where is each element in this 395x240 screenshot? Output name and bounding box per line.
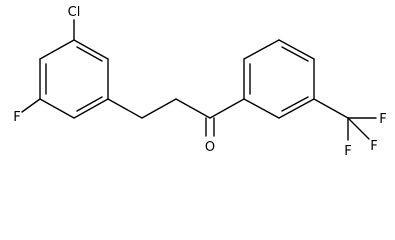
ring-link-bond: [209, 98, 245, 119]
bond: [243, 39, 280, 60]
aromatic-inner-bond: [281, 96, 309, 112]
fluorine-atom-label: F: [379, 112, 386, 127]
bond: [278, 39, 315, 60]
bond: [39, 98, 75, 119]
bond: [39, 39, 75, 60]
molecule-structure: Cl F O F F F: [13, 5, 386, 159]
chain-bond-2: [141, 98, 177, 119]
fluorine-bond: [21, 98, 41, 113]
bond: [278, 98, 315, 119]
fluorine-atom-label: F: [344, 144, 351, 159]
left-aromatic-ring: [39, 39, 109, 119]
cf3-bond: [313, 98, 349, 119]
aromatic-inner-bond: [281, 46, 309, 62]
bond: [243, 98, 280, 119]
bond: [73, 98, 109, 119]
aromatic-inner-bond: [76, 46, 103, 62]
aromatic-inner-bond: [76, 96, 103, 112]
cf-bond-2: [347, 117, 370, 140]
chain-bond-1: [107, 98, 143, 119]
chain-bond-3: [175, 98, 211, 119]
oxygen-atom-label: O: [205, 140, 215, 155]
bond: [73, 39, 109, 60]
right-aromatic-ring: [243, 39, 315, 119]
fluorine-atom-label: F: [13, 110, 20, 125]
chlorine-atom-label: Cl: [68, 5, 81, 20]
fluorine-atom-label: F: [370, 139, 377, 154]
